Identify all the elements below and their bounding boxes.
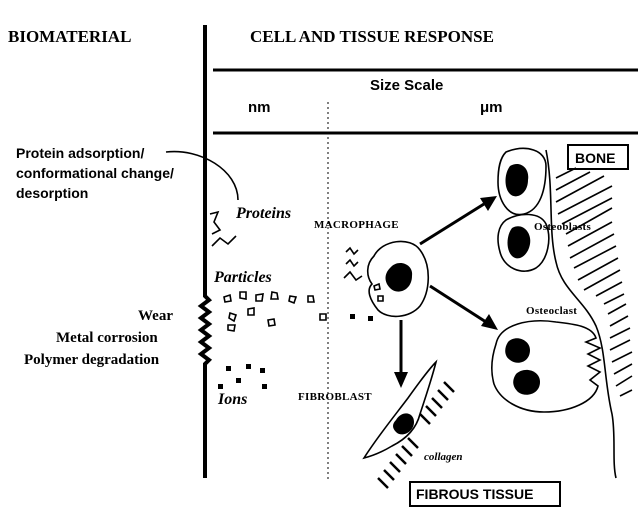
particle bbox=[319, 313, 327, 321]
macrophage-label: MACROPHAGE bbox=[314, 219, 399, 231]
particle bbox=[270, 291, 279, 300]
implant-surface-line bbox=[197, 25, 213, 478]
conformational-change-label: conformational change/ bbox=[16, 165, 174, 181]
arrow-to-osteoclast bbox=[429, 284, 498, 330]
ion bbox=[218, 384, 223, 389]
particle bbox=[228, 311, 238, 323]
size-scale-title: Size Scale bbox=[370, 77, 443, 94]
arrow-to-osteoblast bbox=[419, 196, 497, 246]
particle-group bbox=[223, 291, 327, 332]
fibroblast-cell bbox=[362, 359, 438, 460]
fibroblast-nucleus bbox=[393, 413, 414, 435]
protein-squiggle-3 bbox=[345, 246, 359, 256]
collagen-label: collagen bbox=[424, 451, 463, 463]
bone-label: BONE bbox=[575, 150, 615, 166]
desorption-label: desorption bbox=[16, 185, 88, 201]
osteoclast-cell bbox=[491, 320, 602, 413]
ion bbox=[350, 314, 355, 319]
engulfed-particle bbox=[377, 295, 384, 302]
particle bbox=[239, 291, 247, 300]
bone-label-box bbox=[567, 144, 629, 170]
macrophage-nucleus bbox=[385, 262, 413, 292]
protein-squiggle-1 bbox=[209, 210, 222, 235]
wear-label: Wear bbox=[138, 308, 173, 324]
header-cell-tissue-response: CELL AND TISSUE RESPONSE bbox=[250, 27, 494, 46]
protein-squiggle-4 bbox=[345, 258, 359, 268]
ions-label: Ions bbox=[217, 391, 247, 408]
particle bbox=[247, 307, 255, 316]
ion bbox=[368, 316, 373, 321]
collagen-fibers bbox=[377, 381, 455, 489]
ion bbox=[226, 366, 231, 371]
osteoclast-nucleus-1 bbox=[505, 338, 530, 363]
protein-squiggle-5 bbox=[343, 270, 363, 282]
arrow-to-fibroblast bbox=[394, 320, 408, 388]
particle bbox=[288, 295, 298, 305]
metal-corrosion-label: Metal corrosion bbox=[56, 330, 158, 346]
particle bbox=[255, 293, 264, 302]
fibrous-tissue-label-box bbox=[409, 481, 561, 507]
ion bbox=[260, 368, 265, 373]
um-label: μm bbox=[480, 99, 503, 116]
engulfed-particle bbox=[373, 282, 381, 291]
osteoblasts-label: Osteoblasts bbox=[534, 221, 591, 233]
fibrous-tissue-label: FIBROUS TISSUE bbox=[416, 486, 533, 502]
osteoclast-label: Osteoclast bbox=[526, 305, 577, 317]
particle bbox=[227, 324, 236, 332]
protein-callout-line bbox=[165, 150, 239, 201]
ion bbox=[236, 378, 241, 383]
protein-squiggle-2 bbox=[211, 235, 237, 247]
particle bbox=[307, 295, 315, 303]
ion-group bbox=[218, 314, 373, 389]
osteoblast-nucleus-1 bbox=[505, 163, 529, 197]
particles-label: Particles bbox=[213, 269, 272, 286]
osteoclast-nucleus-2 bbox=[513, 369, 540, 395]
ion bbox=[262, 384, 267, 389]
bone-surface-line bbox=[545, 149, 617, 479]
osteoblast-nucleus-2 bbox=[507, 226, 531, 259]
fibroblast-label: FIBROBLAST bbox=[298, 391, 372, 403]
header-biomaterial: BIOMATERIAL bbox=[8, 27, 131, 46]
particle bbox=[267, 318, 276, 327]
nm-label: nm bbox=[248, 99, 271, 116]
protein-adsorption-label: Protein adsorption/ bbox=[16, 145, 144, 161]
bone-hatching bbox=[555, 167, 633, 397]
ion bbox=[246, 364, 251, 369]
polymer-degradation-label: Polymer degradation bbox=[24, 352, 160, 368]
osteoblast-cell-2 bbox=[497, 213, 550, 272]
proteins-label: Proteins bbox=[235, 205, 291, 222]
macrophage-cell bbox=[366, 240, 430, 318]
particle bbox=[223, 293, 232, 303]
